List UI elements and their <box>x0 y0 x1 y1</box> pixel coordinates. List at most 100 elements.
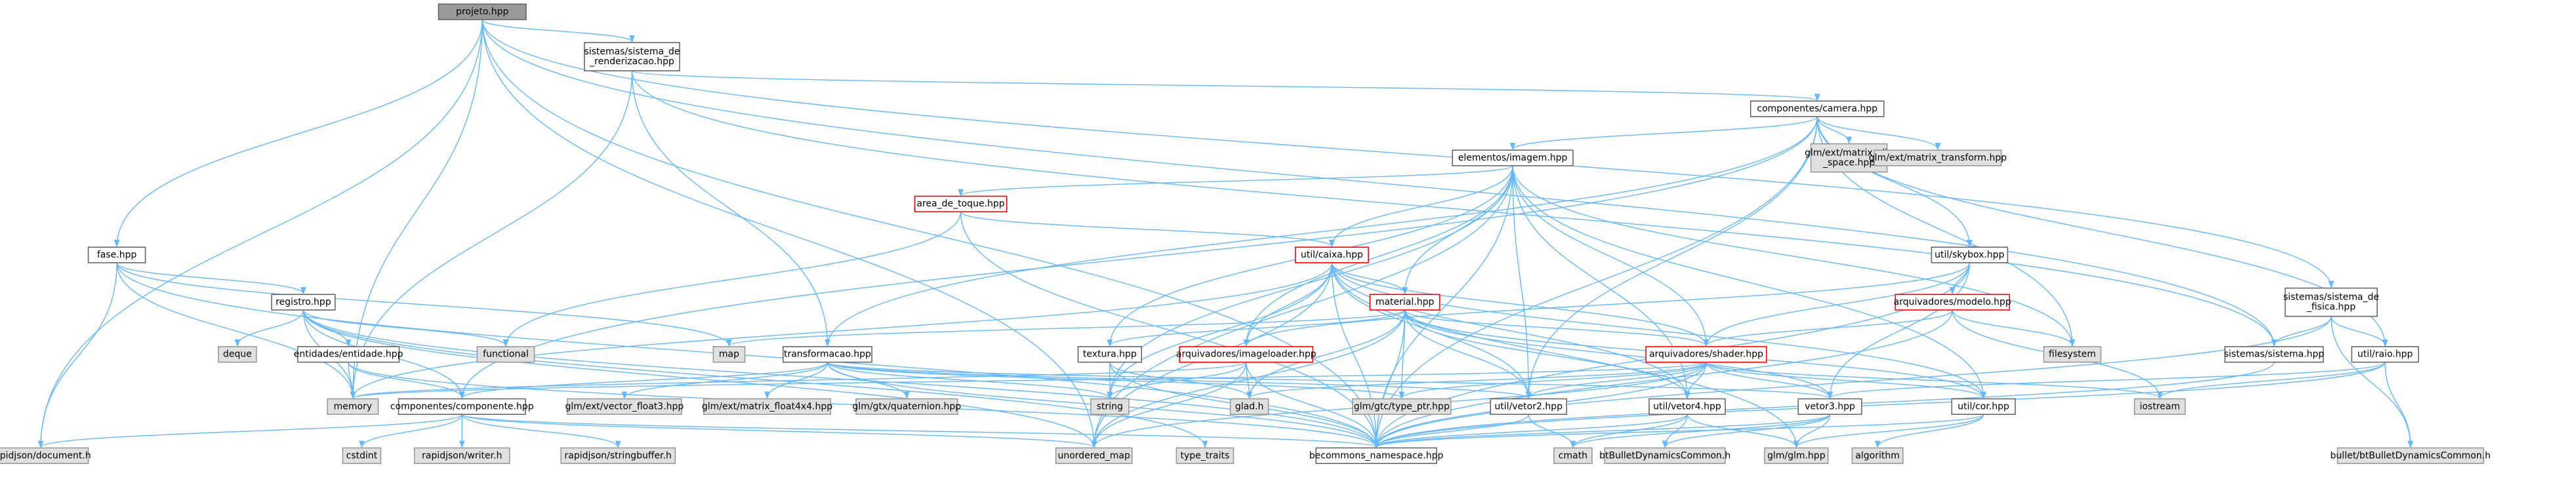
edge-projeto-to-becommons <box>481 19 1380 448</box>
node-sistfisica[interactable]: sistemas/sistema_de_fisica.hpp <box>2283 287 2379 317</box>
node-label: componentes/camera.hpp <box>1757 104 1877 114</box>
edge-sistrender-to-transformacao <box>631 70 830 347</box>
node-material[interactable]: material.hpp <box>1369 294 1441 311</box>
edge-projeto-to-memory <box>350 19 483 399</box>
node-stringbuffer: rapidjson/stringbuffer.h <box>560 447 676 464</box>
edge-material-to-vetor4 <box>1404 309 1690 399</box>
edge-componente-to-becommons <box>461 414 1379 448</box>
node-label: util/skybox.hpp <box>1934 250 2005 260</box>
node-typeptr: glm/gtc/type_ptr.hpp <box>1352 398 1452 416</box>
edge-projeto-to-sistfisica <box>481 19 2335 288</box>
node-box <box>1749 100 1885 117</box>
node-box <box>1294 246 1369 263</box>
node-memory: memory <box>327 398 379 416</box>
edge-imageloader-to-umap <box>1091 362 1247 448</box>
node-sistrender[interactable]: sistemas/sistema_de_renderizacao.hpp <box>584 42 680 71</box>
node-modelo[interactable]: arquivadores/modelo.hpp <box>1894 294 2011 311</box>
node-skybox[interactable]: util/skybox.hpp <box>1931 246 2009 263</box>
edge-material-to-textura <box>1107 309 1406 347</box>
node-label: _renderizacao.hpp <box>589 56 674 67</box>
node-label: elementos/imagem.hpp <box>1458 153 1568 163</box>
node-shader[interactable]: arquivadores/shader.hpp <box>1645 346 1767 363</box>
edge-camera-to-mtransform <box>1816 116 1941 151</box>
node-projeto[interactable]: projeto.hpp <box>438 3 527 20</box>
edge-camera-to-componente <box>459 116 1818 399</box>
edge-layer <box>37 19 2414 448</box>
node-camera[interactable]: componentes/camera.hpp <box>1749 100 1885 117</box>
node-cor[interactable]: util/cor.hpp <box>1951 398 2016 416</box>
node-transformacao[interactable]: transformacao.hpp <box>782 346 872 363</box>
node-label: bullet/btBulletDynamicsCommon.h <box>2330 450 2491 461</box>
edge-imagem-to-cor <box>1512 165 1987 399</box>
node-imageloader[interactable]: arquivadores/imageloader.hpp <box>1176 346 1317 363</box>
node-entidade[interactable]: entidades/entidade.hpp <box>294 346 403 363</box>
node-box <box>1315 447 1437 464</box>
edge-shader-to-cor <box>1706 362 1987 399</box>
edge-projeto-to-umap <box>481 19 1097 448</box>
node-label: btBulletDynamicsCommon.h <box>1599 450 1730 461</box>
edge-projeto-to-fase <box>113 19 483 248</box>
node-label: unordered_map <box>1057 450 1130 461</box>
edge-skybox-to-vetor3 <box>1827 262 1971 399</box>
node-glmglm: glm/glm.hpp <box>1764 447 1829 464</box>
node-label: arquivadores/shader.hpp <box>1649 349 1763 360</box>
node-box <box>271 294 336 311</box>
edge-transformacao-to-string <box>827 362 1113 399</box>
node-vetor2[interactable]: util/vetor2.hpp <box>1490 398 1568 416</box>
edge-sistfisica-to-sistema <box>2271 316 2332 347</box>
edge-imagem-to-areatoque <box>958 165 1513 197</box>
edge-raio-to-becommons <box>1373 362 2386 448</box>
edge-imageloader-to-becommons <box>1246 362 1380 448</box>
edge-componente-to-document <box>37 414 462 448</box>
node-box <box>2043 346 2102 363</box>
node-label: componentes/componente.hpp <box>390 401 534 412</box>
node-vetor4[interactable]: util/vetor4.hpp <box>1648 398 1726 416</box>
node-becommons[interactable]: becommons_namespace.hpp <box>1309 447 1444 464</box>
node-mtransform: glm/ext/matrix_transform.hpp <box>1869 149 2007 166</box>
edge-raio-to-btcommon2 <box>2384 362 2414 448</box>
edge-projeto-to-sistema <box>481 19 2278 347</box>
node-box <box>327 398 379 416</box>
node-box <box>296 346 400 363</box>
node-fase[interactable]: fase.hpp <box>87 246 146 263</box>
edge-caixa-to-becommons <box>1331 262 1380 448</box>
node-textura[interactable]: textura.hpp <box>1077 346 1142 363</box>
edge-registro-to-deque <box>234 309 304 347</box>
node-vetor3[interactable]: vetor3.hpp <box>1797 398 1862 416</box>
node-label: glm/gtc/type_ptr.hpp <box>1354 401 1450 412</box>
edge-imagem-to-shader <box>1512 165 1709 347</box>
edge-imagem-to-umap <box>1091 165 1513 448</box>
node-box <box>0 447 89 464</box>
edge-registro-to-functional <box>302 309 509 347</box>
node-componente[interactable]: componentes/componente.hpp <box>390 398 534 416</box>
node-box <box>1490 398 1568 416</box>
node-sistema[interactable]: sistemas/sistema.hpp <box>2224 346 2324 363</box>
node-box <box>855 398 958 416</box>
node-quaternion: glm/gtx/quaternion.hpp <box>852 398 961 416</box>
node-box <box>2134 398 2186 416</box>
node-imagem[interactable]: elementos/imagem.hpp <box>1452 149 1574 166</box>
edge-imagem-to-vetor2 <box>1512 165 1532 399</box>
edge-camera-to-skybox <box>1816 116 1973 248</box>
node-label: memory <box>334 401 373 412</box>
node-label: _fisica.hpp <box>2306 302 2356 313</box>
edge-entidade-to-componente <box>348 362 465 399</box>
node-areatoque[interactable]: area_de_toque.hpp <box>914 195 1008 212</box>
node-label: util/vetor2.hpp <box>1494 401 1563 412</box>
edge-fase-to-becommons <box>116 262 1380 448</box>
edge-componente-to-umap <box>461 414 1097 448</box>
node-caixa[interactable]: util/caixa.hpp <box>1294 246 1369 263</box>
node-label: filesystem <box>2049 349 2096 360</box>
node-box <box>1851 447 1904 464</box>
node-label: textura.hpp <box>1083 349 1137 360</box>
node-registro[interactable]: registro.hpp <box>271 294 336 311</box>
edge-imagem-to-caixa <box>1328 165 1513 248</box>
node-label: glm/gtx/quaternion.hpp <box>852 401 961 412</box>
node-box <box>1931 246 2009 263</box>
node-label: glm/ext/matrix_float4x4.hpp <box>702 401 832 412</box>
node-label: area_de_toque.hpp <box>916 199 1004 209</box>
node-raio[interactable]: util/raio.hpp <box>2351 346 2419 363</box>
edge-registro-to-becommons <box>302 309 1380 448</box>
edge-projeto-to-document <box>37 19 483 448</box>
node-box <box>1951 398 2016 416</box>
